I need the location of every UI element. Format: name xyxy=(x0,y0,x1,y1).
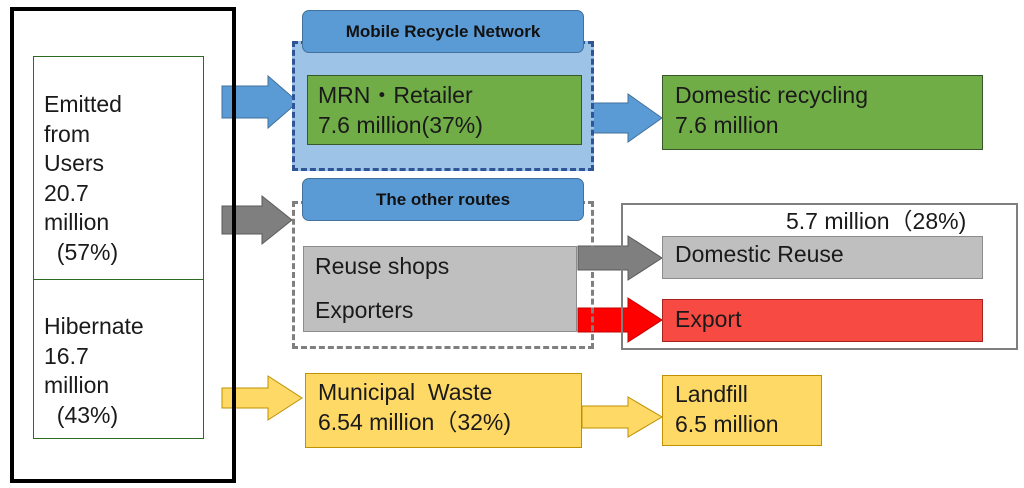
landfill-line-1: Landfill xyxy=(675,381,748,407)
other-routes-header: The other routes xyxy=(302,178,584,221)
municipal-waste-line-1: Municipal Waste xyxy=(318,379,493,405)
mrn-retailer-box: MRN・Retailer 7.6 million(37%) xyxy=(307,75,582,145)
users-outer-frame xyxy=(10,7,236,483)
hibernate-line-4: (43%) xyxy=(44,401,119,428)
arrow-exporters-to-export xyxy=(577,297,663,343)
emitted-from-users-box: Emitted from Users 20.7 million (57%) xyxy=(33,56,204,280)
domestic-reuse-label: Domestic Reuse xyxy=(675,241,844,267)
reuse-shops-label: Reuse shops xyxy=(315,253,450,279)
arrow-municipal-waste-to-landfill xyxy=(581,396,663,438)
mrn-retailer-line-2: 7.6 million(37%) xyxy=(318,111,483,138)
reuse-exporters-box: Reuse shops Exporters xyxy=(303,246,577,332)
emitted-line-2: from xyxy=(44,120,90,147)
arrow-users-to-mrn xyxy=(221,74,299,130)
arrow-users-to-municipal-waste xyxy=(221,375,303,421)
hibernate-box: Hibernate 16.7 million (43%) xyxy=(33,279,204,439)
arrow-mrn-to-domestic-recycling xyxy=(581,93,663,143)
hibernate-line-3: million xyxy=(44,372,110,398)
arrow-reuse-shops-to-domestic-reuse xyxy=(577,235,663,281)
municipal-waste-box: Municipal Waste 6.54 million（32%) xyxy=(305,373,582,448)
hibernate-line-1: Hibernate xyxy=(44,313,144,339)
emitted-line-1: Emitted xyxy=(44,91,122,117)
mrn-header: Mobile Recycle Network xyxy=(302,10,584,53)
domestic-recycling-line-1: Domestic recycling xyxy=(675,82,868,108)
domestic-recycling-line-2: 7.6 million xyxy=(675,111,779,138)
municipal-waste-line-2: 6.54 million（32%) xyxy=(318,408,512,435)
landfill-line-2: 6.5 million xyxy=(675,410,779,437)
hibernate-line-2: 16.7 xyxy=(44,342,89,369)
landfill-box: Landfill 6.5 million xyxy=(662,375,822,446)
emitted-line-3: Users xyxy=(44,150,105,176)
export-box: Export xyxy=(662,299,983,342)
domestic-recycling-box: Domestic recycling 7.6 million xyxy=(662,75,983,150)
other-routes-header-label: The other routes xyxy=(375,190,511,209)
exporters-label: Exporters xyxy=(315,296,414,323)
mrn-retailer-line-1: MRN・Retailer xyxy=(318,82,473,108)
export-label: Export xyxy=(675,306,742,332)
emitted-line-5: million xyxy=(44,209,110,235)
reuse-export-group-frame xyxy=(621,203,1018,350)
domestic-reuse-box: Domestic Reuse xyxy=(662,236,983,279)
mrn-header-label: Mobile Recycle Network xyxy=(345,22,541,41)
emitted-line-4: 20.7 xyxy=(44,179,89,206)
reuse-export-total: 5.7 million（28%) xyxy=(786,208,967,234)
arrow-users-to-other-routes xyxy=(221,194,293,246)
emitted-line-6: (57%) xyxy=(44,238,119,265)
